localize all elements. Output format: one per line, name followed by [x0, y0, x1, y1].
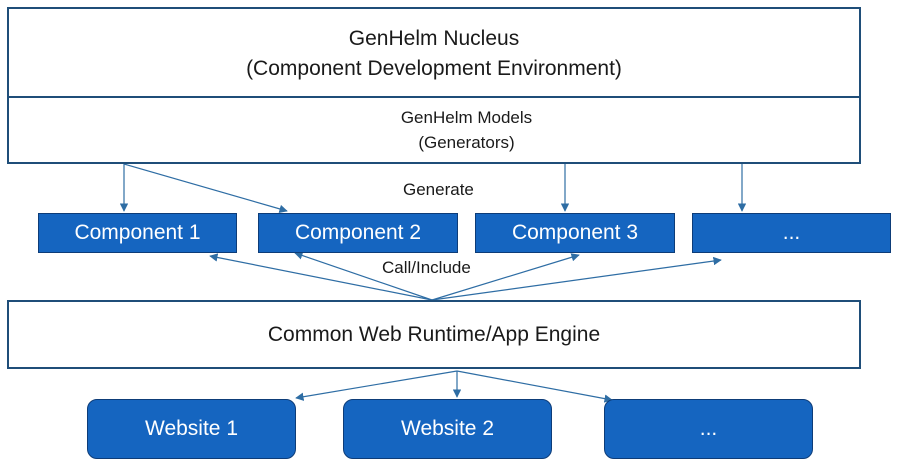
generate-arrows: [119, 163, 747, 213]
nucleus-subtitle: (Component Development Environment): [246, 56, 622, 80]
component-more-box: ...: [692, 213, 891, 253]
runtime-box: Common Web Runtime/App Engine: [7, 300, 861, 369]
website-more-box: ...: [604, 399, 813, 459]
models-subtitle: (Generators): [418, 133, 515, 152]
nucleus-title: GenHelm Nucleus: [348, 26, 520, 50]
component-1-box: Component 1: [38, 213, 237, 253]
website-2-box: Website 2: [343, 399, 552, 459]
component-3-box: Component 3: [475, 213, 675, 253]
call-include-arrows: [209, 251, 722, 301]
runtime-website-arrows: [295, 370, 613, 403]
generate-label: Generate: [403, 180, 474, 199]
call-include-label: Call/Include: [382, 258, 471, 277]
genhelm-nucleus-box: GenHelm Nucleus (Component Development E…: [7, 7, 861, 100]
genhelm-models-box: GenHelm Models (Generators): [7, 96, 861, 164]
component-2-box: Component 2: [258, 213, 458, 253]
models-label: GenHelm Models (Generators): [374, 100, 559, 160]
models-title: GenHelm Models: [400, 108, 533, 127]
website-1-box: Website 1: [87, 399, 296, 459]
